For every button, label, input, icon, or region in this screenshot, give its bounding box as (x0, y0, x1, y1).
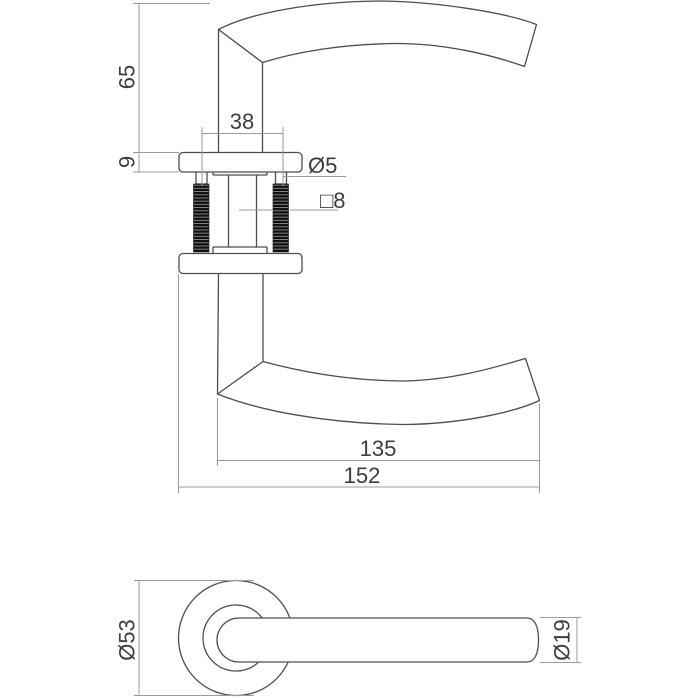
dim-label-sq8: □8 (320, 188, 346, 213)
dimension-rose-diameter-53: Ø53 (115, 580, 254, 696)
callout-screw-diameter: Ø5 (283, 153, 346, 178)
dim-label-135: 135 (360, 436, 397, 461)
callout-spindle-square: □8 (239, 188, 346, 213)
dim-label-65: 65 (115, 65, 140, 89)
dimension-height-65: 65 (115, 3, 210, 153)
lower-lever-fold-edge (216, 360, 264, 395)
upper-lever-fold-edge (217, 28, 264, 64)
right-screw-thread (272, 183, 289, 253)
dimension-lever-reach-135: 135 (217, 398, 540, 466)
upper-lever-outline (217, 0, 538, 154)
dim-label-38: 38 (230, 109, 254, 134)
dim-label-o19: Ø19 (550, 619, 575, 661)
dimension-overall-152: 152 (178, 274, 540, 493)
lower-rose-plate (178, 252, 303, 275)
lower-lever-outline (216, 271, 541, 426)
dimension-rose-thickness-9: 9 (115, 152, 179, 173)
dim-label-o5: Ø5 (308, 153, 337, 178)
dim-label-o53: Ø53 (115, 619, 140, 661)
dim-label-152: 152 (344, 463, 381, 488)
spindle-square-rod (227, 174, 258, 248)
dim-label-9: 9 (115, 156, 140, 168)
upper-rose-plate (178, 151, 303, 173)
dimension-lever-diameter-19: Ø19 (540, 617, 581, 663)
lever-tube (216, 617, 540, 663)
front-view: 65 9 38 Ø5 □8 135 152 (115, 0, 541, 493)
left-screw-thread (193, 183, 210, 253)
side-view: Ø53 Ø19 (115, 579, 581, 697)
dimension-screw-spacing-38: 38 (201, 109, 284, 186)
